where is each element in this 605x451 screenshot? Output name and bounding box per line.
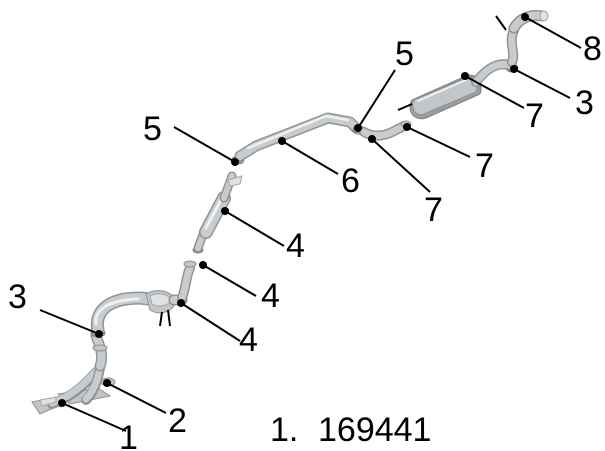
leader-dot-4-middle [199, 261, 207, 269]
leader-4-middle [202, 264, 257, 297]
leader-dot-3-rear [510, 65, 518, 73]
leader-dot-7-upper [461, 72, 469, 80]
leader-dot-7-middle [403, 123, 411, 131]
part-4-pipe-lower [177, 260, 197, 303]
leader-dot-6 [278, 137, 286, 145]
leader-dot-4-lower [177, 299, 185, 307]
leader-dot-7-lower [368, 135, 376, 143]
parts-list-number: 1. [270, 411, 298, 449]
callout-6: 6 [341, 162, 360, 200]
parts-list-part: 169441 [318, 411, 431, 449]
callout-1: 1 [119, 419, 138, 451]
part-4-resonator [199, 171, 243, 239]
leader-6 [281, 140, 339, 175]
leader-dot-5-right [354, 124, 362, 132]
callout-2: 2 [168, 402, 187, 440]
callout-5-left: 5 [143, 110, 162, 148]
part-7-muffler [397, 74, 482, 120]
callout-7-middle: 7 [475, 147, 494, 185]
leader-5-right [357, 69, 396, 129]
callout-4-lower: 4 [239, 321, 258, 359]
part-6-pipe [234, 112, 362, 162]
leader-3-front [39, 309, 100, 335]
leader-dot-8 [521, 13, 529, 21]
leader-lines [39, 13, 582, 432]
front-pipe [90, 330, 108, 372]
callout-7-lower: 7 [424, 191, 443, 229]
callout-3-front: 3 [8, 278, 27, 316]
leader-4-upper [224, 210, 285, 247]
leader-2 [106, 382, 167, 414]
leader-7-lower [371, 138, 431, 193]
tailpipe [471, 25, 519, 87]
leader-dot-2 [103, 379, 111, 387]
leader-dot-3-front [95, 330, 103, 338]
exhaust-assembly [31, 10, 549, 415]
callout-4-upper: 4 [286, 227, 305, 265]
leader-dot-1 [58, 399, 66, 407]
leader-7-middle [406, 126, 471, 158]
leader-8 [524, 16, 582, 49]
callout-7-upper: 7 [525, 97, 544, 135]
callout-5-right: 5 [395, 35, 414, 73]
parts-list: 1. 169441 [270, 411, 431, 449]
callout-3-rear: 3 [575, 84, 594, 122]
catalytic-converter-pipe [90, 290, 188, 337]
callout-4-middle: 4 [261, 277, 280, 315]
leader-7-upper [464, 75, 525, 109]
leader-dot-5-left [231, 158, 239, 166]
leader-4-lower [180, 302, 241, 342]
callout-numbers: 1 2 3 4 4 4 5 6 5 7 7 7 3 8 [8, 30, 602, 451]
part-1-manifold [31, 363, 112, 415]
leader-dot-4-upper [221, 207, 229, 215]
part-8-exhaust-tip [495, 10, 549, 34]
leader-3-rear [513, 68, 571, 99]
leader-1 [61, 402, 127, 432]
callout-8: 8 [583, 30, 602, 68]
leader-5-left [173, 126, 236, 163]
